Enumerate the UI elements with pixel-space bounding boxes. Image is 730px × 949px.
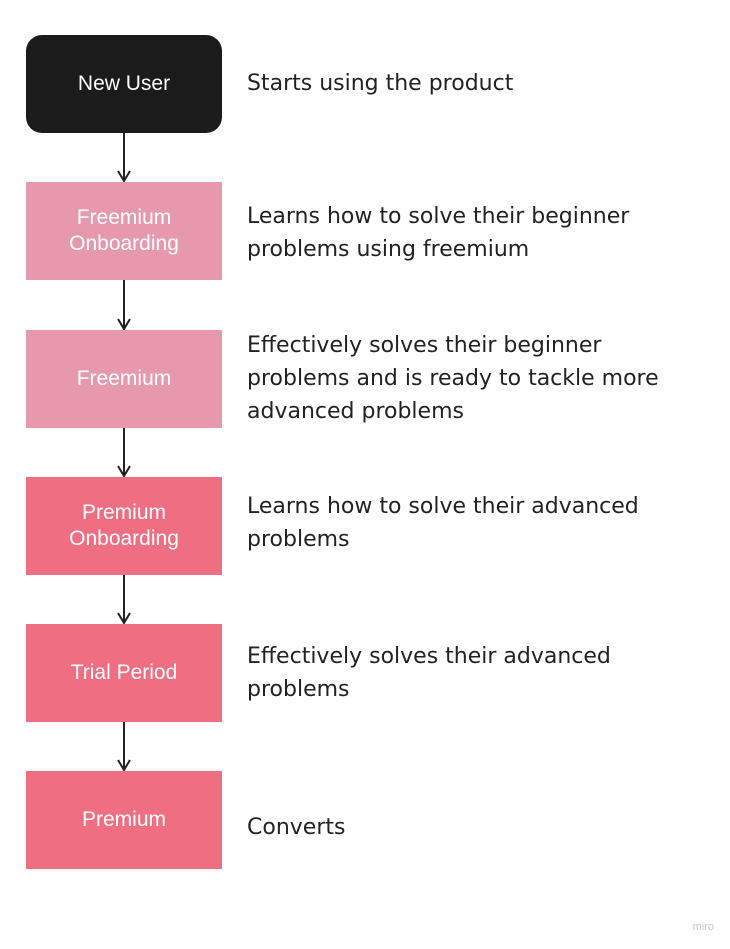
step-box-freemium: Freemium [26, 330, 222, 428]
step-box-trial-period: Trial Period [26, 624, 222, 722]
step-description-freemium-onboarding: Learns how to solve their beginner probl… [247, 204, 630, 262]
arrow-head-3 [117, 465, 131, 478]
arrow-head-2 [117, 318, 131, 331]
step-label-trial-period: Trial Period [70, 661, 178, 684]
arrow-head-1 [117, 170, 131, 183]
step-box-new-user: New User [26, 35, 222, 133]
step-label-new-user: New User [77, 72, 171, 95]
step-box-premium: Premium [26, 771, 222, 869]
step-description-freemium: Effectively solves their beginner proble… [247, 333, 659, 424]
step-description-premium: Converts [247, 815, 346, 840]
arrow-head-5 [117, 759, 131, 772]
miro-watermark: miro [692, 921, 714, 933]
step-description-trial-period: Effectively solves their advanced proble… [247, 644, 611, 702]
step-description-premium-onboarding: Learns how to solve their advanced probl… [247, 494, 639, 552]
step-label-freemium: Freemium [76, 367, 172, 390]
step-description-new-user: Starts using the product [247, 71, 514, 96]
step-label-premium: Premium [81, 808, 166, 831]
arrow-head-4 [117, 612, 131, 625]
